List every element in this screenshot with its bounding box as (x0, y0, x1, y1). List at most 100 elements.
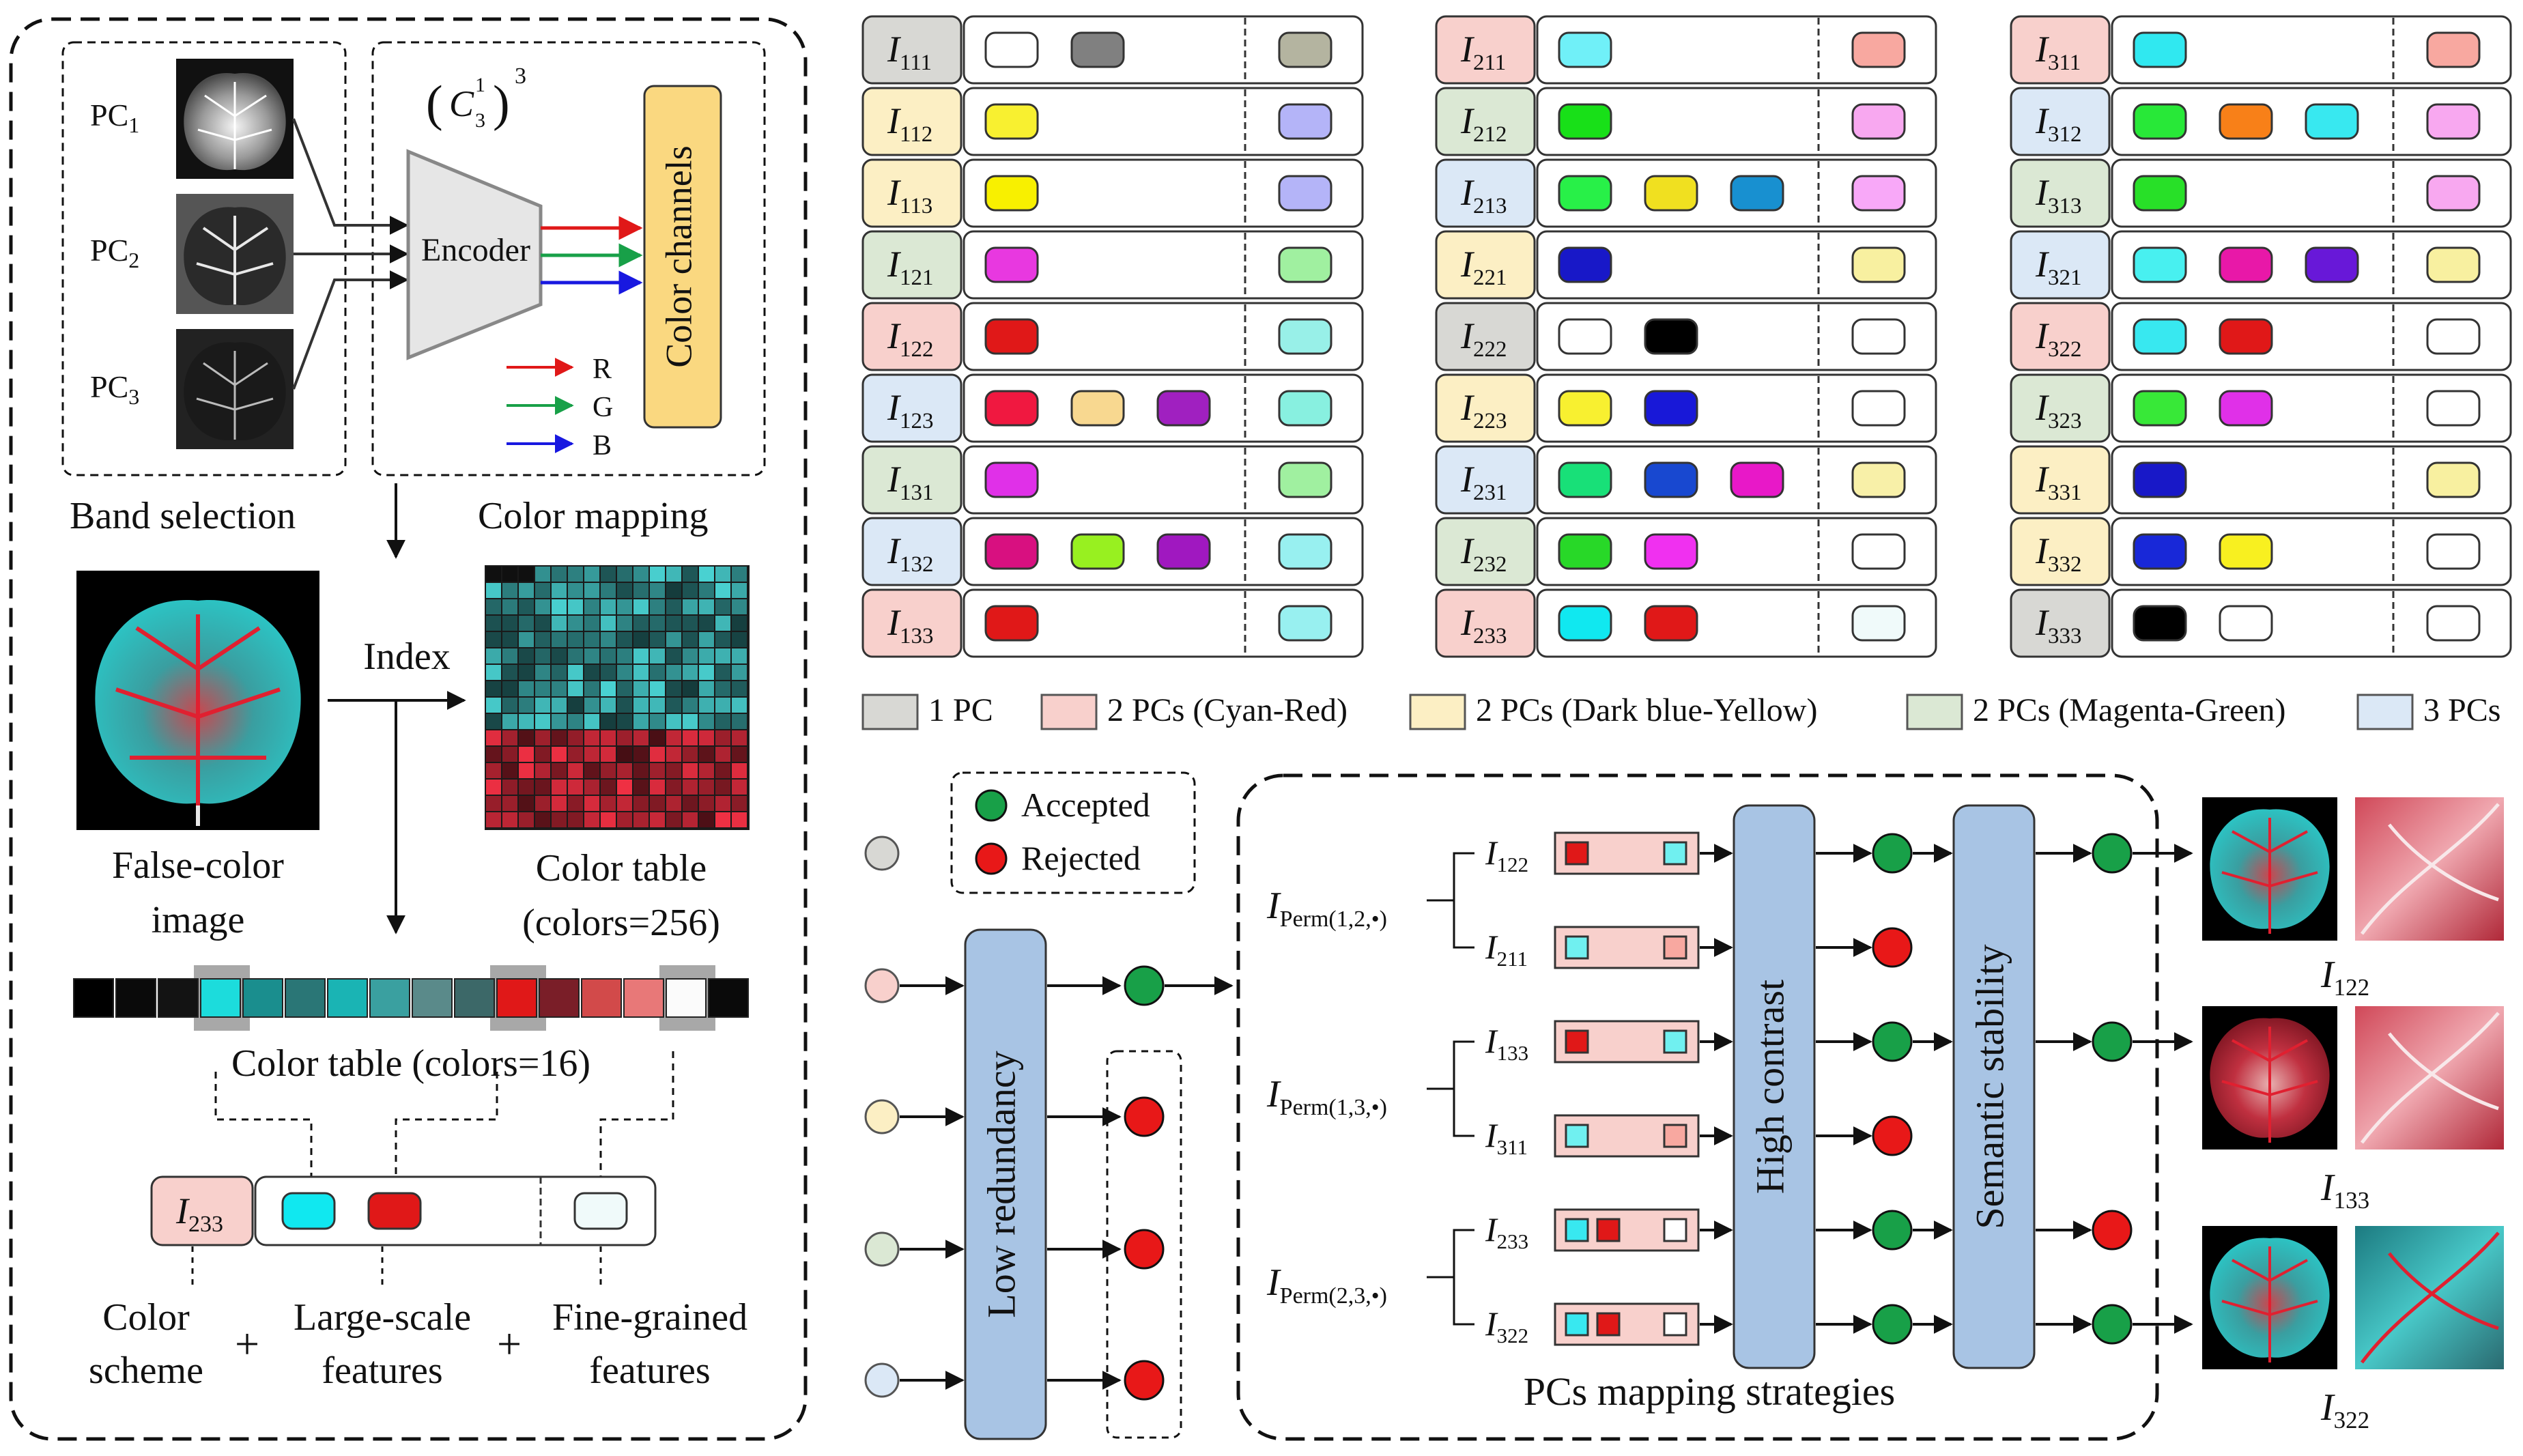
fine-grained-chip (2426, 605, 2481, 642)
palette-cell (601, 763, 616, 778)
perm-chip (1565, 841, 1589, 866)
palette-cell (584, 681, 599, 696)
svg-text:1: 1 (475, 74, 485, 96)
code-chip-cell (963, 230, 1364, 300)
palette-cell (650, 583, 665, 598)
palette-cell (666, 567, 681, 582)
legend-swatch (1040, 694, 1098, 730)
large-scale-chip (1558, 103, 1612, 140)
palette-cell (502, 616, 517, 631)
large-scale-chip (984, 533, 1039, 570)
palette-cell (699, 698, 714, 713)
palette-cell (486, 796, 501, 811)
code-label-232: I232 (1460, 530, 1507, 577)
palette-cell (552, 714, 567, 729)
palette-cell (683, 796, 698, 811)
palette-cell (584, 780, 599, 795)
palette-cell (552, 632, 567, 647)
example-chip-cyan (281, 1192, 336, 1230)
palette-cell (519, 665, 534, 680)
code-chip-cell (2111, 588, 2512, 658)
code-label-cell (2010, 87, 2111, 156)
rejected-node (1124, 1096, 1165, 1137)
palette-cell (666, 583, 681, 598)
code-chip-cell (2111, 302, 2512, 371)
code-label-221: I221 (1460, 244, 1507, 290)
palette-cell (732, 698, 747, 713)
code-row-131: I131 (861, 445, 1364, 515)
palette-cell (683, 616, 698, 631)
output-133: I133 (2202, 1006, 2504, 1214)
palette-cell (535, 616, 550, 631)
output-label-133: I133 (2320, 1167, 2369, 1214)
palette-cell (666, 681, 681, 696)
color-mapping-label: Color mapping (478, 495, 709, 537)
code-label-231: I231 (1460, 459, 1507, 505)
color-channels-box (643, 85, 722, 429)
palette-cell (519, 763, 534, 778)
high-contrast-rejected-node (1872, 1115, 1913, 1156)
large-scale-chip (984, 246, 1039, 283)
code-label-131: I131 (887, 459, 933, 505)
palette-cell (666, 698, 681, 713)
code-row-111: I111 (861, 15, 1364, 85)
palette-cell (683, 698, 698, 713)
palette-cell (502, 714, 517, 729)
high-contrast-rejected-node (1872, 927, 1913, 968)
code-chip-cell (1536, 373, 1937, 443)
palette-cell (650, 747, 665, 762)
palette-cell (633, 796, 648, 811)
perm-label: IPerm(1,3,•) (1266, 1073, 1387, 1120)
code-row-233: I233 (1435, 588, 1937, 658)
large-scale-chip (2133, 31, 2187, 68)
fine-grained-chip (1851, 605, 1906, 642)
strip-swatch (623, 978, 664, 1018)
fine-grained-label-line2: features (589, 1350, 710, 1392)
fine-grained-chip (1278, 605, 1332, 642)
code-row-331: I331 (2010, 445, 2512, 515)
palette-cell (552, 616, 567, 631)
false-color-image (76, 571, 319, 830)
palette-cell (486, 714, 501, 729)
palette-cell (601, 632, 616, 647)
code-row-213: I213 (1435, 158, 1937, 228)
code-label-cell (861, 517, 963, 586)
palette-cell (715, 599, 730, 614)
fine-grained-label: Fine-grained (552, 1296, 747, 1339)
palette-cell (715, 812, 730, 827)
large-scale-chip (2133, 175, 2187, 212)
palette-cell (535, 567, 550, 582)
code-label-cell (1435, 87, 1536, 156)
legend-label: 2 PCs (Magenta-Green) (1973, 692, 2286, 728)
palette-cell (732, 780, 747, 795)
band-selection-box (61, 41, 347, 476)
strip-swatch (115, 978, 156, 1018)
palette-cell (601, 747, 616, 762)
code-row-311: I311 (2010, 15, 2512, 85)
perm-chip (1663, 841, 1687, 866)
code-chip-cell (963, 158, 1364, 228)
pc1-image (176, 59, 294, 179)
palette-cell (502, 632, 517, 647)
palette-cell (486, 763, 501, 778)
palette-cell (732, 812, 747, 827)
code-label-cell (2010, 373, 2111, 443)
palette-cell (715, 632, 730, 647)
palette-cell (552, 812, 567, 827)
fine-grained-chip (1851, 390, 1906, 427)
code-row-313: I313 (2010, 158, 2512, 228)
large-scale-chip (984, 318, 1039, 355)
palette-cell (699, 599, 714, 614)
palette-cell (633, 567, 648, 582)
legend-swatch (1906, 694, 1963, 730)
large-scale-chip (1558, 461, 1612, 498)
palette-cell (715, 567, 730, 582)
semantic-accepted-node (2092, 1021, 2133, 1062)
rgb-legend: R G B (507, 354, 613, 461)
selection-flow: Accepted Rejected Low redundancy PCs map… (864, 771, 2504, 1441)
palette-cell (699, 780, 714, 795)
code-row-221: I221 (1435, 230, 1937, 300)
palette-cell (666, 714, 681, 729)
legend-item-1pc: 1 PC (861, 692, 993, 730)
